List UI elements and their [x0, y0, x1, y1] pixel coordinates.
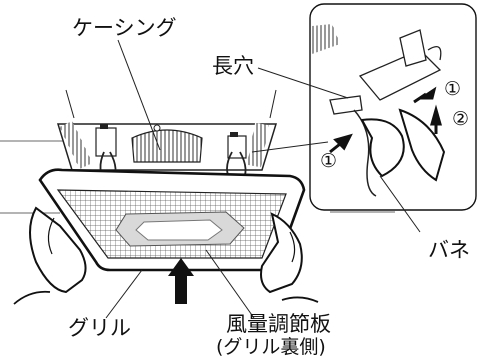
- casing-leader-line: [117, 39, 161, 151]
- step1-marker-right: ①: [444, 78, 462, 100]
- spring-leader-line: [379, 175, 421, 233]
- damper-label-line1: 風量調節板: [226, 312, 331, 336]
- step1-marker-left: ①: [320, 150, 338, 172]
- grille-label: グリル: [68, 316, 131, 340]
- push-up-arrow: [168, 258, 194, 304]
- slot-label: 長穴: [212, 54, 254, 78]
- damper-label-line2: (グリル裏側): [216, 336, 326, 358]
- casing-edge-line-left: [65, 89, 75, 119]
- casing-edge-line-right: [269, 89, 277, 119]
- grille: [38, 168, 306, 272]
- detail-inset: [309, 3, 477, 211]
- spring-label: バネ: [428, 238, 470, 262]
- grille-leader-line: [105, 269, 143, 319]
- slot-leader-line: [257, 67, 349, 99]
- hands: [13, 206, 319, 305]
- step2-marker: ②: [452, 108, 470, 130]
- fan: [131, 129, 203, 163]
- casing-label: ケーシング: [72, 16, 177, 40]
- inset-connector-line: [251, 141, 329, 153]
- damper-leader-line: [205, 249, 255, 319]
